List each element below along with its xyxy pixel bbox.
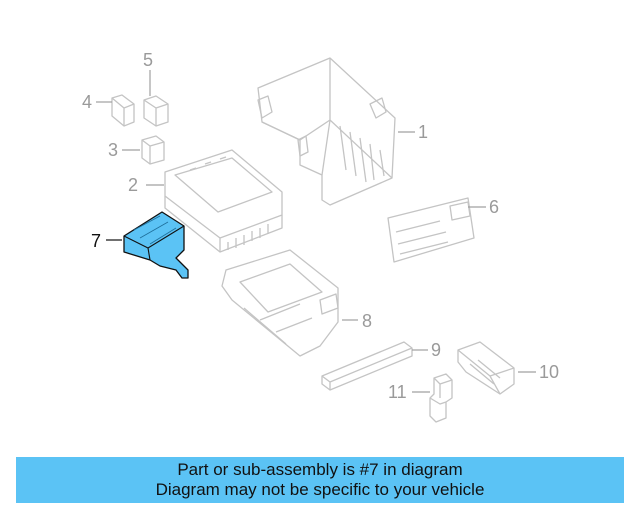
callout-5: 5 (143, 50, 153, 70)
callout-4: 4 (82, 92, 92, 112)
part-3-relay (141, 135, 165, 165)
part-9-rail (321, 341, 413, 391)
callout-2: 2 (128, 175, 138, 195)
part-11-clip (429, 373, 453, 423)
callout-7: 7 (91, 231, 101, 251)
part-4-fuse (111, 94, 135, 127)
parts-diagram: 1 2 3 4 5 6 7 (82, 50, 559, 423)
callout-9: 9 (431, 340, 441, 360)
part-10-connector (457, 341, 515, 395)
callout-11: 11 (388, 382, 407, 402)
callout-1: 1 (418, 122, 428, 142)
banner-line-2: Diagram may not be specific to your vehi… (155, 480, 485, 499)
banner-line-1: Part or sub-assembly is #7 in diagram (177, 460, 463, 479)
part-8-bracket (221, 249, 339, 357)
part-7-highlighted (123, 211, 189, 279)
callout-10: 10 (539, 362, 559, 382)
callout-8: 8 (362, 311, 372, 331)
part-2-fuse-box (164, 149, 283, 253)
callout-6: 6 (489, 197, 499, 217)
info-banner: Part or sub-assembly is #7 in diagram Di… (16, 457, 624, 503)
part-1-cover (257, 57, 396, 206)
callout-3: 3 (108, 140, 118, 160)
part-6-label-card (387, 197, 475, 263)
part-5-relay (143, 95, 169, 127)
